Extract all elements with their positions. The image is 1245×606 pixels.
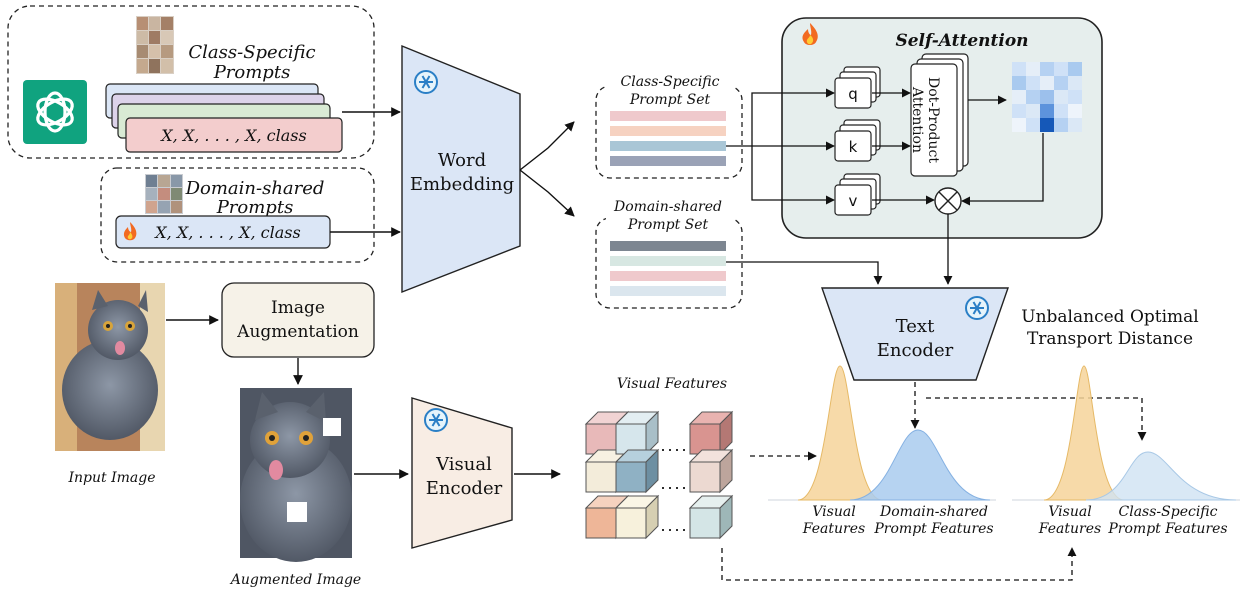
dot-product-line1: Dot-Product (925, 77, 941, 163)
class-specific-prompts-block: Class-Specific Prompts X, X, . . . , X, … (7, 5, 375, 159)
attention-map (1012, 62, 1082, 132)
distribution-plot-class-specific: Visual Features Class-Specific Prompt Fe… (1012, 365, 1240, 537)
class-specific-set-line2: Prompt Set (629, 92, 711, 108)
erased-patch (287, 502, 307, 522)
dist-right-prompt-line1: Class-Specific (1119, 504, 1218, 520)
q-label: q (848, 85, 858, 103)
uot-title-line1: Unbalanced Optimal (1021, 307, 1198, 327)
chatgpt-logo-icon (23, 80, 87, 144)
augmented-image-label: Augmented Image (229, 572, 361, 588)
dot-product-attention (910, 63, 958, 177)
visual-encoder-line2: Encoder (426, 478, 503, 499)
visual-encoder-block: Visual Encoder (411, 397, 513, 549)
class-sample-thumbnails (136, 16, 174, 74)
multiply-circle-icon (934, 187, 962, 215)
domain-shared-set-line1: Domain-shared (613, 199, 722, 215)
erased-patch (323, 418, 341, 436)
domain-shared-title-line1: Domain-shared (185, 178, 325, 199)
word-embedding-block: Word Embedding (401, 44, 521, 294)
input-image-label: Input Image (67, 470, 155, 486)
domain-shared-prompts-block: Domain-shared Prompts X, X, . . . , X, c… (100, 167, 375, 263)
snowflake-icon (414, 70, 438, 94)
flame-icon (802, 23, 818, 45)
v-projection (834, 184, 872, 216)
dist-left-prompt-line1: Domain-shared (879, 504, 988, 520)
snowflake-icon (965, 296, 989, 320)
distribution-plot-domain-shared: Visual Features Domain-shared Prompt Fea… (768, 365, 996, 537)
ellipsis-dots (662, 449, 688, 531)
k-label: k (849, 138, 858, 156)
text-encoder-block: Text Encoder (821, 287, 1009, 381)
dist-right-visual-line1: Visual (1048, 504, 1091, 520)
flame-icon (123, 222, 137, 241)
class-specific-set-line1: Class-Specific (621, 74, 720, 90)
word-embedding-line1: Word (438, 150, 486, 171)
self-attention-title: Self-Attention (895, 31, 1028, 51)
class-specific-prompt-card (125, 117, 343, 153)
k-projection (834, 130, 872, 162)
q-projection (834, 77, 872, 109)
word-embedding-line2: Embedding (410, 174, 514, 195)
class-specific-title-line1: Class-Specific (188, 42, 315, 63)
visual-encoder-line1: Visual (435, 454, 492, 475)
image-augmentation-block: Image Augmentation (221, 282, 375, 358)
class-specific-title-line2: Prompts (213, 62, 291, 83)
augmentation-line1: Image (271, 298, 325, 318)
augmentation-line2: Augmentation (236, 322, 359, 342)
dist-left-visual-line1: Visual (812, 504, 855, 520)
class-specific-prompt-set: Class-Specific Prompt Set (595, 74, 743, 179)
domain-shared-prompt-set: Domain-shared Prompt Set (595, 198, 743, 309)
input-image (55, 283, 165, 451)
dot-product-line2: Attention (909, 86, 925, 153)
domain-shared-set-line2: Prompt Set (627, 217, 709, 233)
text-encoder-line1: Text (896, 316, 935, 337)
visual-feature-cubes (584, 410, 734, 540)
class-specific-template: X, X, . . . , X, class (159, 126, 306, 145)
dist-left-prompt-line2: Prompt Features (873, 521, 993, 537)
snowflake-icon (424, 408, 448, 432)
visual-features-label: Visual Features (617, 376, 727, 392)
domain-sample-thumbnails (145, 174, 183, 214)
dist-right-prompt-line2: Prompt Features (1107, 521, 1227, 537)
text-encoder-line2: Encoder (877, 340, 954, 361)
v-label: v (849, 192, 858, 210)
dist-left-visual-line2: Features (802, 521, 865, 537)
domain-shared-template: X, X, . . . , X, class (153, 223, 300, 242)
domain-shared-title-line2: Prompts (216, 197, 294, 218)
self-attention-block: Self-Attention q k v Dot-Product Attenti… (781, 17, 1103, 239)
dist-right-visual-line2: Features (1038, 521, 1101, 537)
uot-title-line2: Transport Distance (1027, 329, 1193, 349)
augmented-image (240, 388, 352, 562)
